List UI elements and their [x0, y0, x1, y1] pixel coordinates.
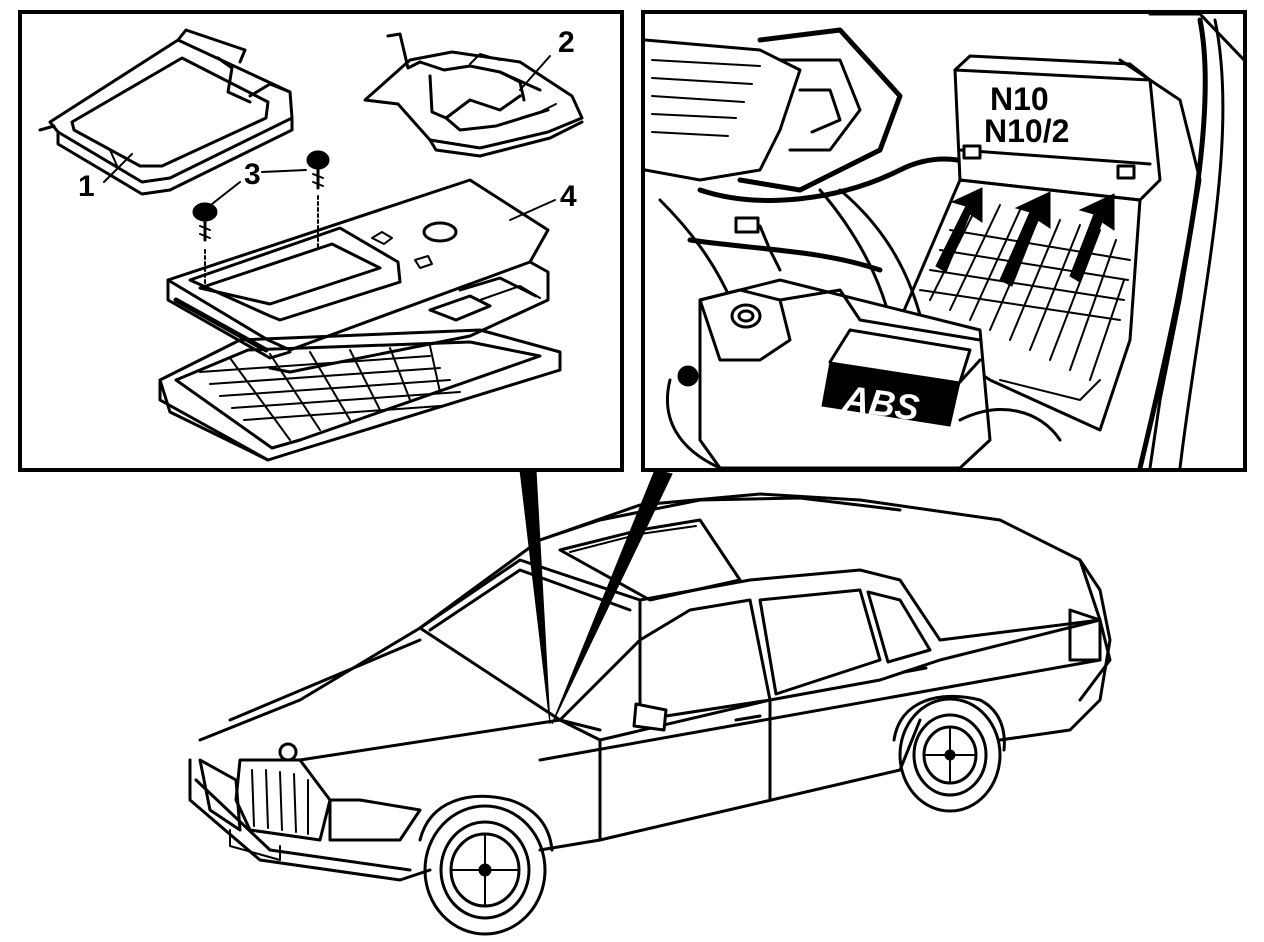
pointer-to-left-panel	[519, 469, 551, 725]
callout-3: 3	[244, 158, 261, 191]
leader-2	[519, 55, 551, 91]
part-3-screws	[192, 150, 330, 291]
part-2-bracket	[363, 32, 584, 158]
callout-1: 1	[78, 170, 95, 203]
callout-4: 4	[560, 180, 577, 213]
leader-3	[211, 169, 307, 205]
part-4-housing	[158, 178, 562, 462]
car-illustration	[188, 492, 1112, 936]
part-1-cover	[38, 28, 294, 196]
front-wheel	[418, 794, 554, 936]
right-inset-panel: ABS N10 N10/2	[641, 10, 1247, 472]
component-label-n10: N10	[990, 81, 1049, 117]
callout-2: 2	[558, 26, 575, 59]
rear-wheel	[892, 694, 1006, 813]
leader-1	[103, 153, 133, 183]
component-label-n10-2: N10/2	[984, 113, 1069, 149]
leader-4	[509, 199, 556, 221]
left-inset-panel: 1 2 3 4	[18, 10, 624, 472]
